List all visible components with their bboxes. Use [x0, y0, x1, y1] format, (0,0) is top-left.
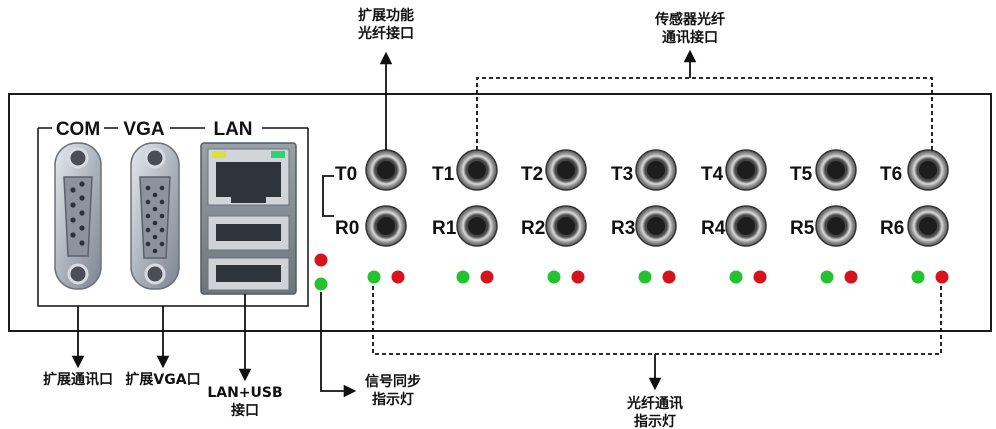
port-label-t3: T3	[611, 164, 633, 185]
led-green-0	[367, 270, 381, 284]
callout-expansion-vga: 扩展VGA口	[125, 371, 200, 388]
fiber-connector-t3	[635, 149, 677, 191]
callout-sensor-fiber-line2: 通讯接口	[662, 29, 718, 46]
callout-signal-sync: 信号同步 指示灯	[365, 373, 421, 408]
port-label-t2: T2	[521, 164, 543, 185]
led-green-2	[547, 270, 561, 284]
callout-signal-sync-line2: 指示灯	[372, 391, 414, 408]
fiber-connector-r0	[365, 205, 407, 247]
sync-led-green	[314, 277, 328, 291]
lan-led-right	[271, 151, 285, 158]
sync-led-red	[314, 253, 328, 267]
led-green-5	[820, 270, 834, 284]
fiber-connector-r2	[545, 205, 587, 247]
t0-r0-bracket	[322, 175, 334, 217]
led-red-1	[480, 270, 494, 284]
fiber-connectors-t	[365, 149, 949, 191]
led-green-1	[456, 270, 470, 284]
callout-sensor-fiber-line1: 传感器光纤	[654, 11, 725, 28]
fiber-connector-r4	[725, 205, 767, 247]
port-label-t5: T5	[790, 164, 813, 185]
fiber-comm-dotted-line	[372, 286, 942, 355]
callout-expansion-fiber: 扩展功能 光纤接口	[357, 7, 414, 42]
lan-usb-connector	[200, 142, 297, 295]
port-label-t4: T4	[701, 164, 724, 185]
vga-connector	[130, 142, 180, 290]
led-red-5	[844, 270, 858, 284]
callout-expansion-fiber-line1: 扩展功能	[358, 7, 414, 24]
callout-fiber-comm: 光纤通讯 指示灯	[626, 395, 683, 429]
io-group-frame	[37, 128, 309, 307]
led-red-4	[753, 270, 767, 284]
sync-led-arrow	[320, 292, 357, 398]
port-label-r6: R6	[880, 218, 904, 239]
port-label-r4: R4	[701, 218, 726, 239]
port-label-r1: R1	[432, 218, 457, 239]
callout-signal-sync-line1: 信号同步	[365, 373, 421, 390]
fiber-comm-leds	[367, 270, 949, 284]
callout-lan-usb-line1: LAN+USB	[207, 385, 282, 401]
fiber-connector-t2	[545, 149, 587, 191]
callout-lan-usb: LAN+USB 接口	[207, 385, 282, 419]
callout-expansion-com: 扩展通讯口	[43, 371, 113, 388]
fiber-connector-t6	[907, 149, 949, 191]
sensor-fiber-dotted-line	[476, 77, 933, 150]
t-port-labels: T0 T1 T2 T3 T4 T5 T6	[335, 164, 902, 185]
lan-header: LAN	[213, 119, 252, 140]
fiber-connectors-r	[365, 205, 949, 247]
port-label-r0: R0	[335, 218, 359, 239]
port-label-r3: R3	[611, 218, 635, 239]
led-red-3	[662, 270, 676, 284]
callout-fiber-comm-line2: 指示灯	[634, 413, 676, 429]
led-green-4	[729, 270, 743, 284]
callout-expansion-fiber-line2: 光纤接口	[357, 25, 414, 42]
led-red-2	[571, 270, 585, 284]
fiber-connector-r6	[907, 205, 949, 247]
callout-lan-usb-line2: 接口	[231, 402, 259, 419]
port-label-r2: R2	[521, 218, 545, 239]
vga-header: VGA	[123, 119, 164, 140]
fiber-connector-r5	[815, 205, 857, 247]
lan-led-left	[212, 151, 226, 158]
port-label-r5: R5	[790, 218, 815, 239]
callout-fiber-comm-line1: 光纤通讯	[626, 395, 683, 412]
led-red-0	[391, 270, 405, 284]
led-green-6	[911, 270, 925, 284]
fiber-connector-t5	[815, 149, 857, 191]
callout-sensor-fiber: 传感器光纤 通讯接口	[654, 11, 725, 46]
com-header: COM	[56, 119, 100, 140]
fiber-connector-t4	[725, 149, 767, 191]
fiber-connector-t1	[456, 149, 498, 191]
device-panel	[8, 93, 992, 332]
fiber-connector-r3	[635, 205, 677, 247]
port-label-t1: T1	[432, 164, 455, 185]
fiber-connector-r1	[456, 205, 498, 247]
led-red-6	[935, 270, 949, 284]
port-label-t6: T6	[880, 164, 902, 185]
fiber-connector-t0	[365, 149, 407, 191]
r-port-labels: R0 R1 R2 R3 R4 R5 R6	[335, 218, 904, 239]
led-green-3	[638, 270, 652, 284]
port-label-t0: T0	[335, 164, 357, 185]
com-connector	[54, 142, 102, 290]
